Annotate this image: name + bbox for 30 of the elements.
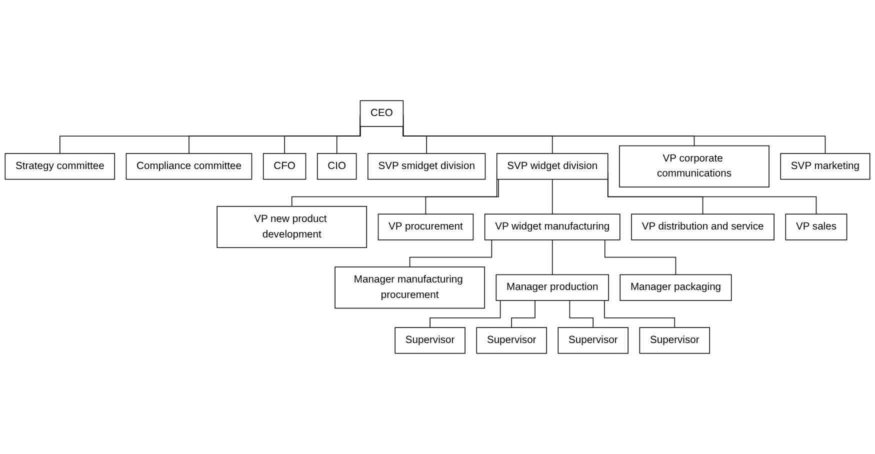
- node-box: CEO: [360, 100, 404, 127]
- node-box: Supervisor: [476, 327, 547, 354]
- node-box: Manager production: [496, 274, 609, 301]
- node-box: VP widget manufacturing: [484, 214, 620, 240]
- node-box: VP procurement: [378, 214, 474, 240]
- connector: [409, 240, 492, 268]
- node-box: Supervisor: [639, 327, 710, 354]
- connector: [430, 300, 501, 328]
- node-box: Supervisor: [394, 327, 466, 354]
- node-box: CIO: [316, 153, 357, 180]
- connector: [569, 300, 594, 328]
- node-box: Strategy committee: [4, 153, 116, 180]
- node-box: VP sales: [785, 214, 848, 240]
- connector: [552, 178, 553, 214]
- node-box: SVP marketing: [780, 153, 870, 180]
- node-box: Supervisor: [558, 327, 628, 354]
- connector: [604, 240, 676, 276]
- node-box: Compliance committee: [126, 153, 252, 180]
- connector: [604, 300, 676, 328]
- connector: [552, 240, 553, 276]
- node-box: SVP smidget division: [368, 153, 486, 180]
- node-box: VP distribution and service: [631, 214, 774, 240]
- connector: [425, 178, 499, 214]
- node-box: Manager packaging: [620, 274, 732, 301]
- node-box: SVP widget division: [496, 153, 608, 180]
- node-box: VP corporate communications: [619, 145, 770, 188]
- node-box: VP new product development: [216, 206, 368, 248]
- connector: [511, 300, 536, 328]
- node-box: CFO: [262, 153, 306, 180]
- node-box: Manager manufacturing procurement: [334, 266, 485, 309]
